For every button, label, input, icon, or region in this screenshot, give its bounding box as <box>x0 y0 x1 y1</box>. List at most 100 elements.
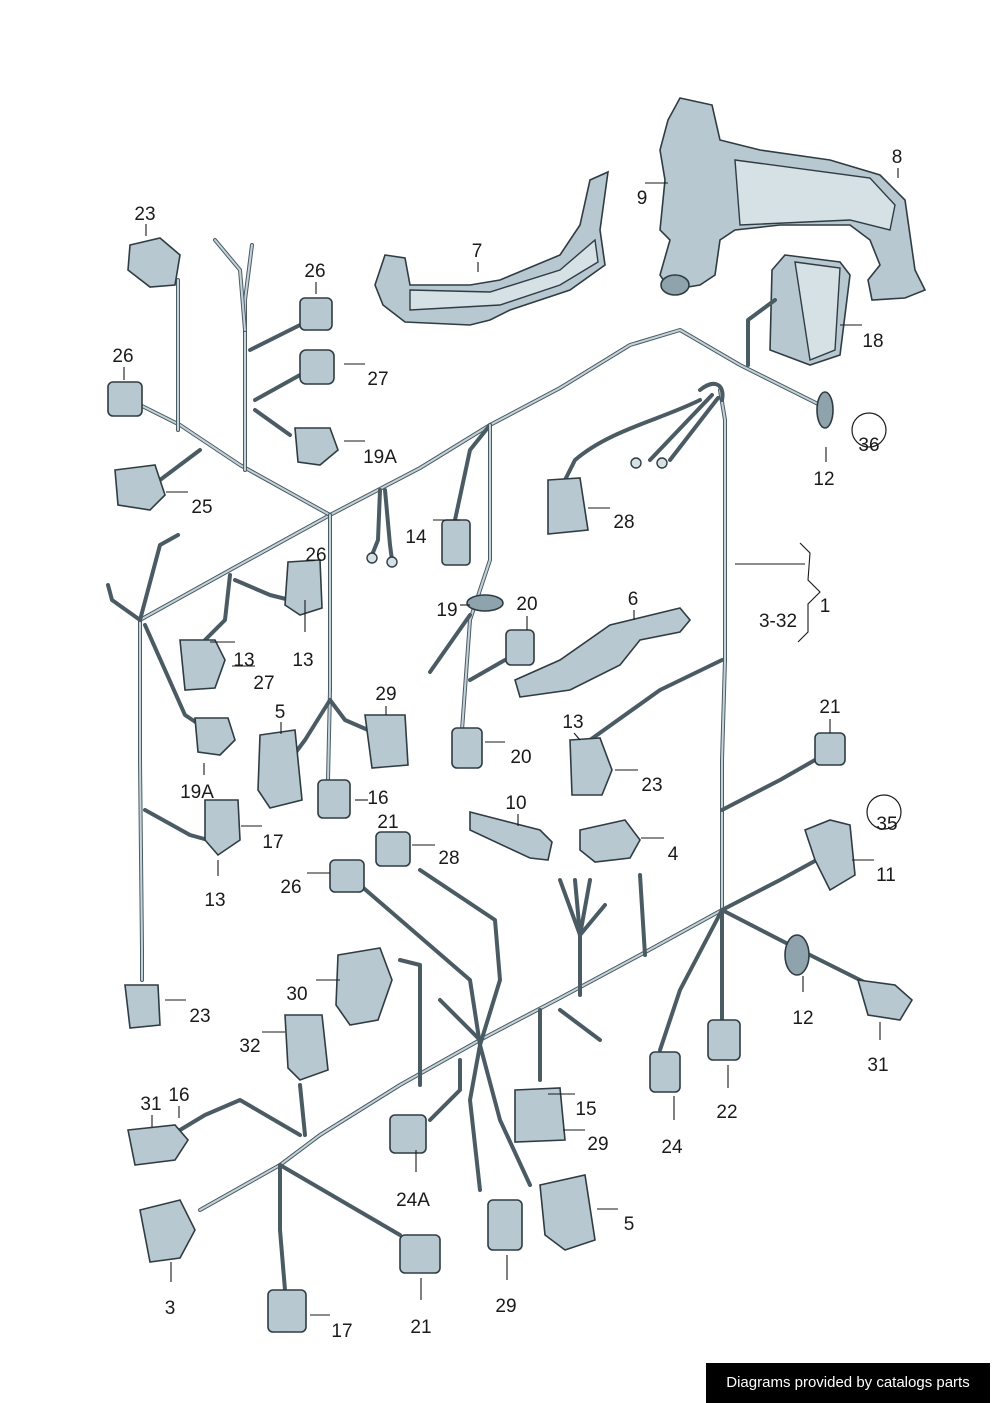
part-label-l23b: 23 <box>641 775 662 796</box>
part-label-l5b: 5 <box>624 1214 635 1235</box>
connector-part-30 <box>335 947 393 1026</box>
part-label-l23c: 23 <box>189 1006 210 1027</box>
connector-part-26a <box>299 297 333 331</box>
part-label-l11: 11 <box>876 865 896 886</box>
part-label-l28b: 28 <box>438 848 459 869</box>
connector-part-26b <box>107 381 143 417</box>
part-label-l6: 6 <box>628 589 639 610</box>
part-label-l31b: 31 <box>140 1094 161 1115</box>
part-label-l17a: 17 <box>262 832 283 853</box>
footer-credit: Diagrams provided by catalogs parts <box>706 1363 990 1403</box>
part-label-l27b: 27 <box>253 673 274 694</box>
part-label-l16a: 16 <box>367 788 388 809</box>
grommet-part-19 <box>466 594 504 612</box>
connector-part-22 <box>707 1019 741 1061</box>
connector-part-5b <box>539 1174 596 1251</box>
part-label-l13a: 13 <box>233 650 254 671</box>
sensor-part-23a <box>127 237 181 288</box>
connector-part-3 <box>139 1199 196 1263</box>
part-label-l26b: 26 <box>112 346 133 367</box>
part-label-l29b: 29 <box>587 1134 608 1155</box>
part-label-l32: 32 <box>239 1036 260 1057</box>
connector-part-20a <box>505 629 535 666</box>
part-label-l17b: 17 <box>331 1321 352 1342</box>
part-label-l24: 24 <box>661 1137 683 1158</box>
connector-part-20b <box>451 727 483 769</box>
relay-part-4 <box>579 819 641 863</box>
connector-part-13a <box>179 639 226 691</box>
part-label-l27a: 27 <box>367 369 388 390</box>
holder-part-10 <box>469 810 553 861</box>
part-label-l9: 9 <box>637 188 648 209</box>
part-label-l19Aa: 19A <box>363 447 397 468</box>
connector-part-26d <box>329 859 365 893</box>
part-label-l18: 18 <box>862 331 883 352</box>
connector-part-29a <box>364 714 409 769</box>
connector-part-19Aa <box>294 427 339 466</box>
part-label-l36: 36 <box>858 435 879 456</box>
part-label-l5a: 5 <box>275 702 286 723</box>
circle-mark-35 <box>866 794 902 830</box>
part-label-l24A: 24A <box>396 1190 430 1211</box>
components <box>107 97 927 1333</box>
grommet-part-12a <box>816 391 834 429</box>
connector-part-13c <box>569 737 613 796</box>
part-label-l12a: 12 <box>813 469 834 490</box>
part-label-l30: 30 <box>286 984 307 1005</box>
part-label-l26c: 26 <box>305 545 326 566</box>
connector-part-24 <box>649 1051 681 1093</box>
connector-part-17a <box>204 799 241 857</box>
part-label-l25: 25 <box>191 497 212 518</box>
connector-part-19Ab <box>194 717 236 756</box>
sensor-part-31b <box>127 1124 189 1166</box>
connector-part-27a <box>299 349 335 385</box>
part-label-l19: 19 <box>436 600 457 621</box>
part-label-l4: 4 <box>668 844 679 865</box>
part-label-l23a: 23 <box>134 204 155 225</box>
cover-part-6 <box>514 607 692 698</box>
part-label-l31a: 31 <box>867 1055 888 1076</box>
part-label-l26a: 26 <box>304 261 325 282</box>
part-label-l21b: 21 <box>377 812 398 833</box>
sensor-part-29b <box>514 1087 566 1143</box>
connector-part-25 <box>114 464 166 511</box>
leader-lines <box>123 168 899 1316</box>
part-label-l16b: 16 <box>168 1085 189 1106</box>
part-label-l35: 35 <box>876 814 897 835</box>
part-label-l21a: 21 <box>819 697 840 718</box>
part-label-l10: 10 <box>505 793 526 814</box>
connector-part-32 <box>284 1014 329 1081</box>
part-label-l28a: 28 <box>613 512 634 533</box>
part-label-l14: 14 <box>405 527 427 548</box>
part-label-l20b: 20 <box>510 747 531 768</box>
part-label-l22: 22 <box>716 1102 737 1123</box>
connector-part-17b <box>267 1289 307 1333</box>
connector-part-26c <box>284 559 323 616</box>
part-label-l8: 8 <box>892 147 903 168</box>
bracket-part-11 <box>804 819 856 892</box>
connector-part-28a <box>547 477 589 535</box>
connector-part-14 <box>441 519 471 566</box>
connector-part-21a <box>814 732 846 766</box>
part-label-l29c: 29 <box>495 1296 516 1317</box>
sensor-part-31a <box>856 979 914 1021</box>
part-label-l15: 15 <box>575 1099 596 1120</box>
part-label-l12b: 12 <box>792 1008 813 1029</box>
part-label-l26d: 26 <box>280 877 301 898</box>
connector-part-5a <box>257 729 303 809</box>
part-label-l13b: 13 <box>292 650 313 671</box>
part-label-l13c: 13 <box>562 712 583 733</box>
connector-part-21c <box>399 1234 441 1274</box>
part-label-l19Ab: 19A <box>180 782 214 803</box>
circle-mark-36 <box>851 412 887 448</box>
part-label-l7: 7 <box>472 241 483 262</box>
part-label-l1: 1 <box>820 596 831 617</box>
part-label-l20a: 20 <box>516 594 537 615</box>
connector-part-24A <box>389 1114 427 1154</box>
connector-part-21b <box>375 831 411 867</box>
sensor-part-23c <box>124 984 161 1029</box>
connector-part-29c <box>487 1199 523 1251</box>
